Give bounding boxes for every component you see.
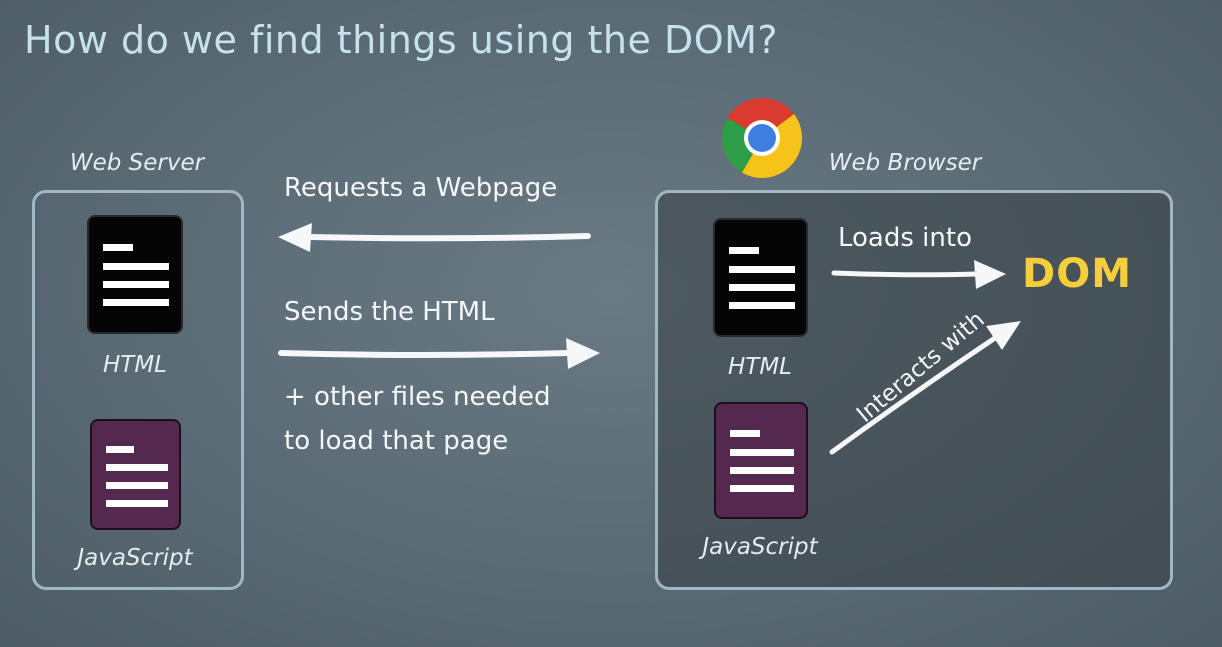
request-arrow — [278, 223, 591, 252]
web-server-panel — [32, 190, 244, 590]
browser-js-label: JavaScript — [702, 534, 818, 560]
send-arrow — [278, 338, 600, 369]
loads-into-label: Loads into — [838, 223, 972, 253]
other-files-line2: to load that page — [284, 426, 509, 456]
browser-html-label: HTML — [727, 354, 793, 380]
web-browser-caption: Web Browser — [828, 150, 982, 176]
server-html-label: HTML — [102, 352, 168, 378]
chrome-logo-icon — [722, 98, 802, 178]
server-html-file-icon — [87, 215, 183, 334]
browser-html-file-icon — [713, 218, 808, 337]
loads-into-arrow — [831, 260, 1006, 289]
server-js-file-icon — [90, 419, 181, 530]
request-label: Requests a Webpage — [284, 173, 558, 203]
interacts-with-arrow — [829, 321, 1021, 455]
other-files-line1: + other files needed — [284, 382, 551, 412]
slide-title: How do we find things using the DOM? — [24, 18, 779, 62]
web-server-caption: Web Server — [69, 150, 205, 176]
dom-label: DOM — [1022, 251, 1133, 297]
browser-js-file-icon — [714, 402, 808, 519]
send-label: Sends the HTML — [284, 297, 495, 327]
server-js-label: JavaScript — [77, 545, 193, 571]
